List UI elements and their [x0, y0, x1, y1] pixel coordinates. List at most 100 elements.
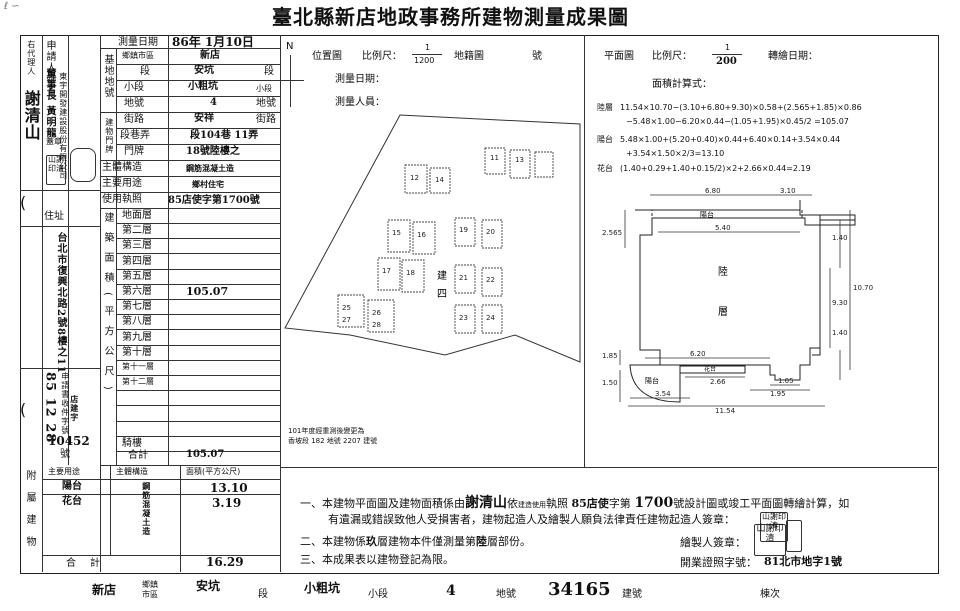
- annex-total-label: 合計: [66, 558, 114, 569]
- note-1-type: 建造使用: [518, 501, 546, 509]
- floor-plan: 陸 層 陽台 陽台 花台 6.80 3.10 5.40 2.565 1.40 9…: [602, 187, 873, 415]
- lot-block: [509, 149, 531, 179]
- north-arrow: [290, 55, 291, 107]
- company-seal: [70, 148, 96, 182]
- floor-label: 第十層: [122, 347, 152, 358]
- lot-number: 17: [382, 267, 391, 275]
- door-label: 門牌: [124, 146, 144, 157]
- note-3: 三、本成果表以建物登記為限。: [300, 553, 454, 566]
- lot-number: 11: [490, 154, 499, 162]
- section-label: 段: [140, 66, 150, 77]
- lot-number: 24: [486, 314, 495, 322]
- annex-use-1: 陽台: [62, 481, 82, 492]
- lot-block: [481, 304, 503, 334]
- flower-box: [679, 365, 746, 374]
- lot-block: [454, 217, 476, 247]
- floor-label: 第二層: [122, 225, 152, 236]
- address-label: 住址: [44, 211, 64, 222]
- lot-block: [387, 219, 411, 253]
- lot-number: 22: [486, 276, 495, 284]
- dim-b3: 1.05: [778, 377, 794, 385]
- use: 鄉村住宅: [192, 179, 224, 189]
- calc-name-1: 陸層: [597, 103, 613, 112]
- note-1-by: 依: [507, 497, 518, 510]
- lot-number: 23: [459, 314, 468, 322]
- footer-bno: 34165: [548, 579, 611, 600]
- subsection-label: 小段: [124, 82, 144, 93]
- floor-area: 105.07: [186, 285, 229, 298]
- site-scale-num: 1: [425, 43, 431, 52]
- corner-mark: ℓ ∽: [4, 1, 20, 12]
- floor-label: 第四層: [122, 256, 152, 267]
- dim-r3: 10.70: [853, 284, 873, 292]
- plan-balcony-label: 陽台: [700, 210, 714, 219]
- note-1-tail: 號設計圖或竣工平面圖轉繪計算，如: [673, 497, 850, 510]
- annex-header-use: 主要用途: [48, 467, 80, 476]
- license-label: 使用執照: [102, 194, 142, 205]
- footer-section: 安坑: [196, 579, 221, 593]
- lot-block: [454, 304, 476, 334]
- lot-block: [337, 294, 365, 328]
- footer-lot-label: 地號: [496, 589, 516, 600]
- dim-r2: 9.30: [832, 299, 848, 307]
- floor-label: 第十二層: [122, 377, 154, 386]
- seal-label: 蓋章: [46, 137, 62, 146]
- plan-balcony2-label: 陽台: [645, 376, 659, 385]
- note-2-floors: 玖: [366, 535, 377, 548]
- dim-r1: 1.40: [832, 234, 848, 242]
- plan-label: 平面圖: [604, 51, 634, 62]
- owner-seal: 山謝印清: [760, 512, 788, 542]
- base-label: 基地地號: [102, 54, 113, 98]
- calc-title: 面積計算式：: [652, 79, 712, 90]
- town: 新店: [200, 50, 220, 61]
- lot-block: [377, 257, 401, 291]
- calc-line-3a: (1.40+0.29+1.40+0.15/2)×2+2.66×0.44=2.19: [620, 164, 811, 173]
- dim-lb1: 1.85: [602, 352, 618, 360]
- footer-pages-label: 棟次: [760, 589, 780, 600]
- dim-left: 2.565: [602, 229, 622, 237]
- annex-total: 16.29: [206, 555, 244, 569]
- note-2-mid: 層建物本件僅測量第: [377, 535, 476, 548]
- cadastral-label: 地籍圖: [454, 51, 484, 62]
- applicant-seal: 山謝印清: [46, 155, 66, 185]
- north-label: N: [286, 41, 294, 52]
- subsection: 小粗坑: [188, 81, 218, 92]
- cadastral-no-label: 號: [532, 51, 542, 62]
- plan-outline: [635, 200, 856, 381]
- dim-top1: 6.80: [705, 187, 721, 195]
- lot-number: 27: [342, 316, 351, 324]
- agent-name: 謝清山: [21, 90, 41, 141]
- note-1-no-word: 字第: [608, 497, 631, 510]
- annex-structure: 鋼筋混凝土造: [141, 482, 152, 536]
- annex-area-2: 3.19: [212, 496, 242, 510]
- floor-label: 第六層: [122, 286, 152, 297]
- note-1-license-no: 1700: [634, 495, 674, 511]
- section: 安坑: [194, 65, 214, 76]
- structure-label: 主體構造: [102, 162, 142, 173]
- left-mark-1: (: [20, 193, 27, 212]
- applicant-rep: 董事長 黃明龍: [44, 68, 55, 139]
- calc-line-2b: +3.54×1.50×2/3=13.10: [626, 149, 725, 158]
- street: 安祥: [194, 113, 214, 124]
- plan-scale-den: 200: [716, 56, 737, 67]
- note-2-floor: 陸: [476, 535, 487, 548]
- calc-line-1b: −5.48×1.00−6.20×0.44−(1.05+1.95)×0.45/2 …: [626, 117, 849, 126]
- lot-block: [429, 167, 451, 194]
- dim-b2: 2.66: [710, 378, 726, 386]
- note-1-line2: 有遺漏或錯誤致他人受損害者，建物起造人及繪製人願負法律責任建物起造人簽章：: [328, 513, 735, 526]
- floor-label: 第八層: [122, 316, 152, 327]
- annex-use-2: 花台: [62, 496, 82, 507]
- note-2-tail: 層部份。: [487, 535, 531, 548]
- site-surveyor-label: 測量人員：: [335, 97, 385, 108]
- site-scale-label: 比例尺：: [362, 51, 402, 62]
- lane: 段104巷 11弄: [190, 130, 259, 141]
- lot-number: 19: [459, 226, 468, 234]
- lot-label: 地號: [124, 98, 144, 109]
- site-scale-den: 1200: [414, 56, 435, 65]
- license: 85店使字第1700號: [168, 195, 260, 206]
- note-1-name: 謝清山: [465, 495, 507, 511]
- subsection-label-right: 小段: [256, 84, 272, 93]
- balcony-top: [651, 209, 803, 219]
- apply-no: 10452: [48, 434, 90, 448]
- applicant-company: 東宇開發建設股份有限公司: [58, 72, 68, 180]
